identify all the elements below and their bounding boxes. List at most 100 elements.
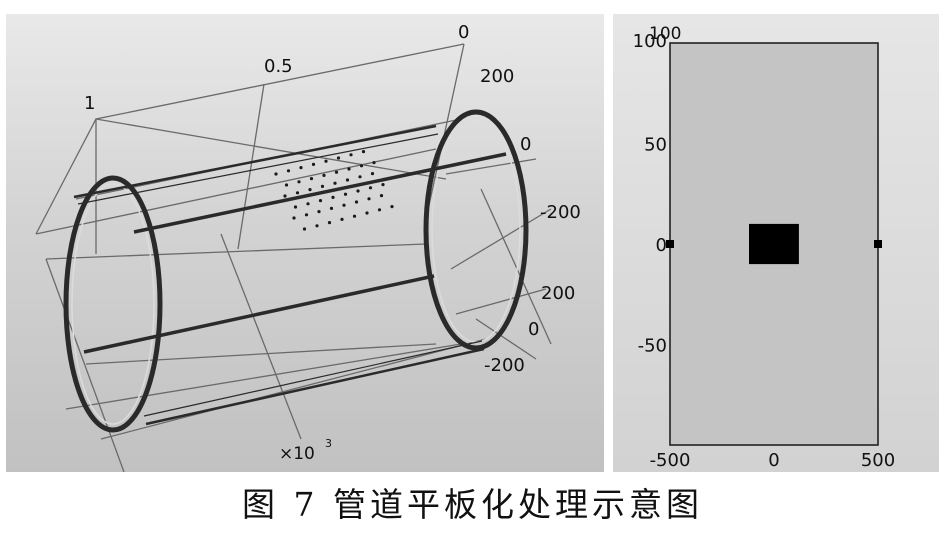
defect-dot [333,181,337,185]
axis1-label-mid: 0.5 [264,56,293,77]
pipe-top-edge-outer [73,124,437,199]
defect-dot [379,194,384,198]
defect-dot [299,166,303,170]
pipe-cylinder [63,109,529,433]
defect-block [749,223,799,265]
defect-dot [356,189,360,193]
defect-dot [286,169,291,173]
defect-dot [292,216,296,220]
defect-dot [349,153,353,157]
grid-mid-diagonal [220,233,302,440]
pipe-bottom-edge-inner [143,340,483,417]
defect-dot [295,191,300,195]
grid-right-4 [475,318,537,360]
defect-dot [274,172,278,176]
defect-dot [342,203,346,207]
defect-dot [372,161,376,165]
pipe-back-rim [423,109,529,351]
defect-dot [308,188,312,192]
axis2-label-top: 200 [480,66,514,87]
pipe-seam-upper [133,152,507,234]
grid-right-1 [445,158,537,175]
defect-dot-array [274,150,394,231]
grid-front-diagonal [45,258,125,472]
y-tick-label: 50 [644,135,667,156]
defect-dot [317,210,321,214]
box-grid [35,43,552,472]
defect-dot [304,213,309,217]
defect-dot [284,183,289,187]
defect-dot [377,208,382,212]
axis1-label-far: 0 [458,22,469,43]
y-axis-ticks: 100 50 0 -50 [633,31,667,357]
defect-dot [336,156,341,160]
edge-mark-left [666,240,674,248]
axis3-label-top: 200 [541,283,575,304]
grid-top-edge [35,43,465,235]
axis3-label-mid: 0 [528,319,539,340]
defect-dot [324,159,328,163]
x-axis-ticks: -500 0 500 [650,450,896,471]
grid-vertical-mid [237,83,265,250]
defect-dot [343,192,348,196]
pipe-3d-view: 0 0.5 1 200 0 -200 200 0 -200 ×10 3 [6,14,604,472]
defect-dot [306,202,310,206]
grid-bottom-1 [85,343,437,365]
edge-mark-right [874,240,882,248]
x-tick-label: -500 [650,450,691,471]
defect-dot [283,194,287,198]
defect-dot [381,183,385,187]
defect-dot [352,214,357,218]
axis1-label-near: 1 [84,93,95,114]
defect-dot [309,177,314,181]
defect-dot [370,172,375,176]
axis2-label-bottom: -200 [540,202,581,223]
y-tick-label: 0 [656,235,667,256]
y-tick-label-overlap-ghost: 100 [649,24,681,44]
scale-factor-exponent: 3 [325,437,332,450]
x-tick-label: 0 [768,450,779,471]
defect-dot [390,205,394,209]
grid-right-2 [450,208,552,270]
defect-dot [327,221,332,225]
grid-bottom-3 [65,343,462,410]
grid-line-3 [95,118,447,180]
pipe-front-rim-highlight [71,183,155,425]
defect-dot [367,197,371,201]
defect-dot [320,184,325,188]
grid-line-1 [35,148,437,235]
defect-dot [293,205,298,209]
plate-edge-marks [666,240,882,248]
defect-dot [358,175,362,179]
defect-dot [345,178,350,182]
defect-dot [334,170,339,174]
defect-dot [354,200,359,204]
defect-dot [315,224,319,228]
pipe-bottom-edge-outer [145,347,485,426]
pipe-front-rim [63,175,163,433]
figure-caption: 图 7 管道平板化处理示意图 [242,485,703,524]
defect-dot [322,173,326,177]
defect-dot [361,150,366,154]
grid-right-diagonal [480,188,552,345]
defect-dot [302,227,307,231]
pipe-top-edge-inner [77,133,439,205]
grid-line-4 [45,243,427,260]
y-tick-label: 100 [633,31,667,52]
defect-dot [311,162,316,166]
x-tick-label: 500 [861,450,895,471]
defect-dot [297,180,301,184]
axis3-label-bottom: -200 [484,355,525,376]
grid-right-3 [455,288,547,315]
defect-dot [365,211,369,215]
axis2-label-mid: 0 [520,134,531,155]
defect-dot [318,199,323,203]
y-tick-label: -50 [638,336,667,357]
defect-dot [359,164,364,168]
defect-dot [331,195,335,199]
defect-dot [340,217,344,221]
scale-factor-base: ×10 [279,444,315,464]
defect-dot [329,206,334,210]
